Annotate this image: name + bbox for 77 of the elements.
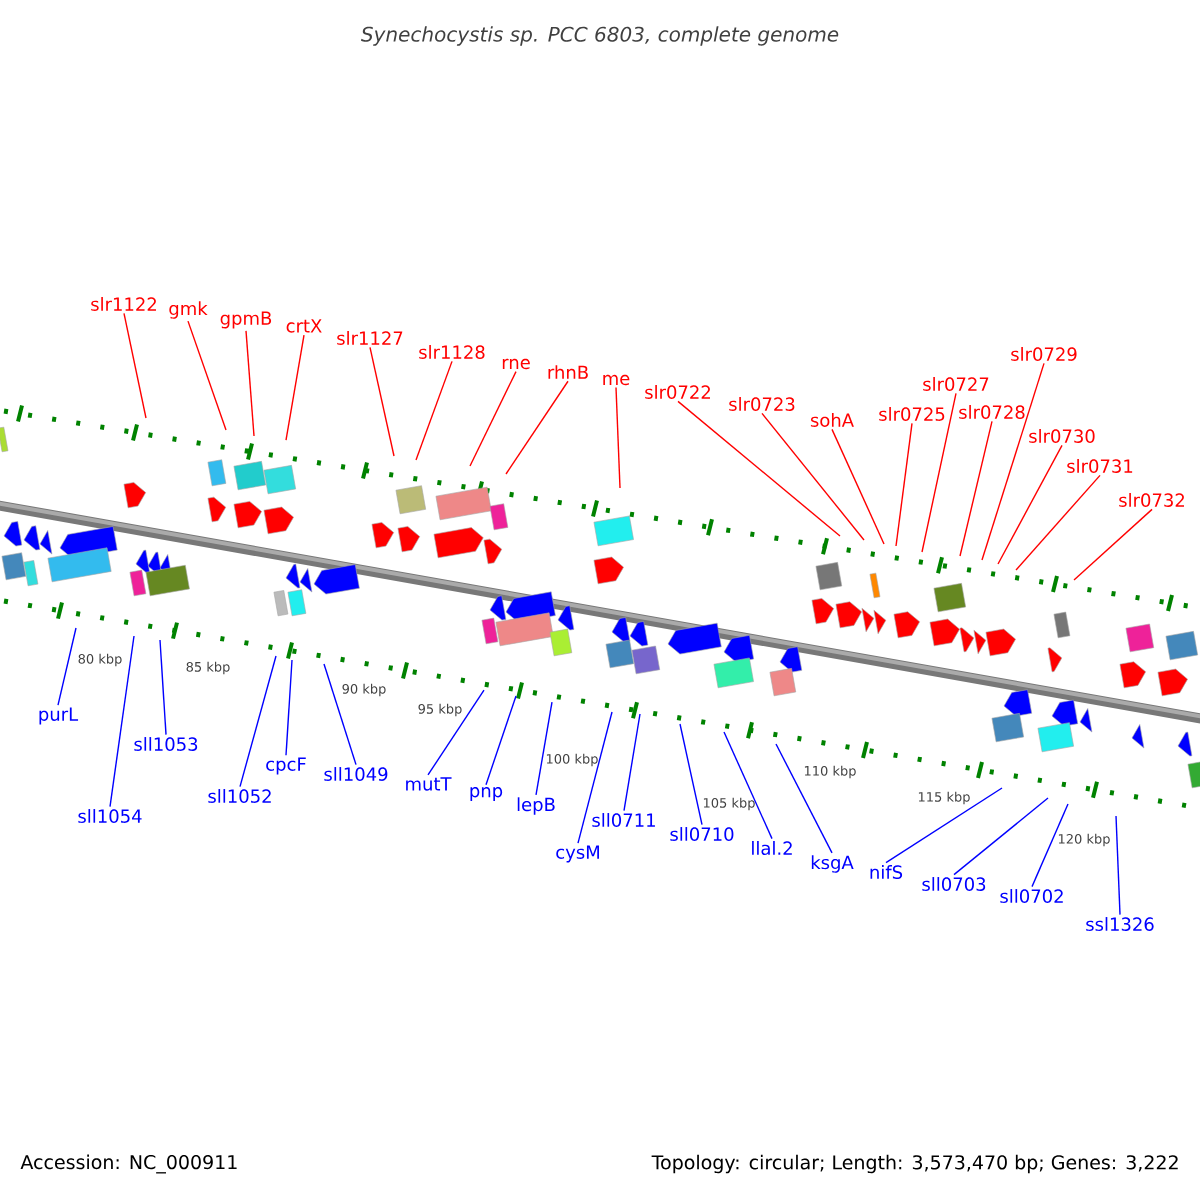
- leader-line: [415, 360, 453, 461]
- leader-line: [1073, 508, 1153, 581]
- leader-line: [921, 392, 957, 553]
- gene-label: sll0703: [922, 877, 986, 891]
- leader-line: [615, 386, 621, 489]
- leader-line: [997, 444, 1063, 565]
- leader-line: [109, 635, 135, 808]
- gene-label: sll1049: [324, 767, 388, 781]
- gene-label: me: [603, 374, 630, 386]
- gene-label: cpcF: [266, 757, 306, 775]
- leader-line: [245, 330, 255, 437]
- leader-line: [123, 312, 147, 419]
- gene-label: sll1054: [78, 809, 142, 823]
- leader-line: [981, 362, 1045, 561]
- gene-label: cysM: [556, 845, 599, 863]
- leader-line: [285, 659, 293, 756]
- gene-label: slr0723: [729, 397, 795, 411]
- leader-line: [285, 334, 305, 441]
- gene-label: slr1128: [419, 345, 485, 359]
- leader-line: [577, 711, 613, 844]
- leader-line: [953, 797, 1049, 876]
- gene-label: slr0727: [923, 377, 989, 391]
- gene-label: slr0731: [1067, 459, 1133, 473]
- gene-label: nifS: [870, 865, 903, 879]
- gene-label: pnp: [470, 787, 503, 801]
- leader-line: [485, 695, 517, 786]
- gene-label: rhnB: [548, 365, 588, 379]
- gene-label: sll1052: [208, 789, 271, 803]
- accession-label: Accession: NC_000911: [20, 1154, 237, 1174]
- gene-label: mutT: [406, 777, 452, 791]
- genome-info-label: Topology: circular; Length: 3,573,470 bp; Genes: 3,222: [651, 1154, 1178, 1174]
- leader-line: [885, 787, 1003, 864]
- leader-line: [469, 370, 517, 467]
- gene-label: gmk: [169, 301, 208, 319]
- title: Synechocystis sp. PCC 6803, complete genome: [361, 26, 839, 46]
- leader-line: [505, 380, 569, 475]
- gene-label: lepB: [517, 797, 555, 815]
- leader-line: [1015, 474, 1101, 571]
- gene-label: sll0711: [592, 813, 655, 827]
- gene-label: sll0702: [1000, 889, 1063, 903]
- leader-line: [239, 655, 277, 788]
- gene-label: crtX: [286, 319, 322, 333]
- gene-label: slr0728: [959, 405, 1025, 419]
- gene-label: slr0725: [879, 407, 945, 421]
- gene-label: llal.2: [752, 841, 792, 855]
- gene-label: rne: [502, 358, 530, 370]
- gene-label: sll0710: [670, 827, 734, 841]
- leader-line: [159, 639, 167, 736]
- leader-line: [761, 412, 865, 541]
- leader-line: [623, 713, 641, 812]
- leader-line: [775, 743, 833, 854]
- gene-label: slr0729: [1011, 347, 1077, 361]
- gene-label: slr1127: [337, 331, 403, 345]
- leader-line: [895, 422, 913, 547]
- leader-line: [679, 723, 703, 826]
- gene-label: sll1053: [134, 737, 198, 751]
- gene-label: slr0730: [1029, 429, 1095, 443]
- leader-line: [1115, 815, 1121, 916]
- gene-label: gpmB: [220, 311, 272, 329]
- leader-line: [831, 428, 885, 545]
- leader-line: [427, 689, 485, 776]
- leader-line: [187, 320, 227, 431]
- leader-line: [535, 701, 553, 796]
- leader-line: [959, 420, 993, 557]
- leader-line: [723, 731, 773, 840]
- leader-line: [323, 663, 357, 766]
- gene-label: slr0722: [645, 385, 710, 399]
- leader-line: [1031, 803, 1069, 888]
- gene-label: sohA: [810, 413, 854, 427]
- gene-label: slr1122: [91, 297, 156, 311]
- leader-line: [369, 346, 395, 457]
- gene-label: purL: [39, 707, 79, 725]
- gene-label: ssl1326: [1086, 917, 1154, 931]
- gene-label: ksgA: [811, 855, 854, 873]
- leader-line: [677, 400, 841, 537]
- leader-line: [57, 627, 77, 706]
- gene-label: slr0732: [1119, 493, 1184, 507]
